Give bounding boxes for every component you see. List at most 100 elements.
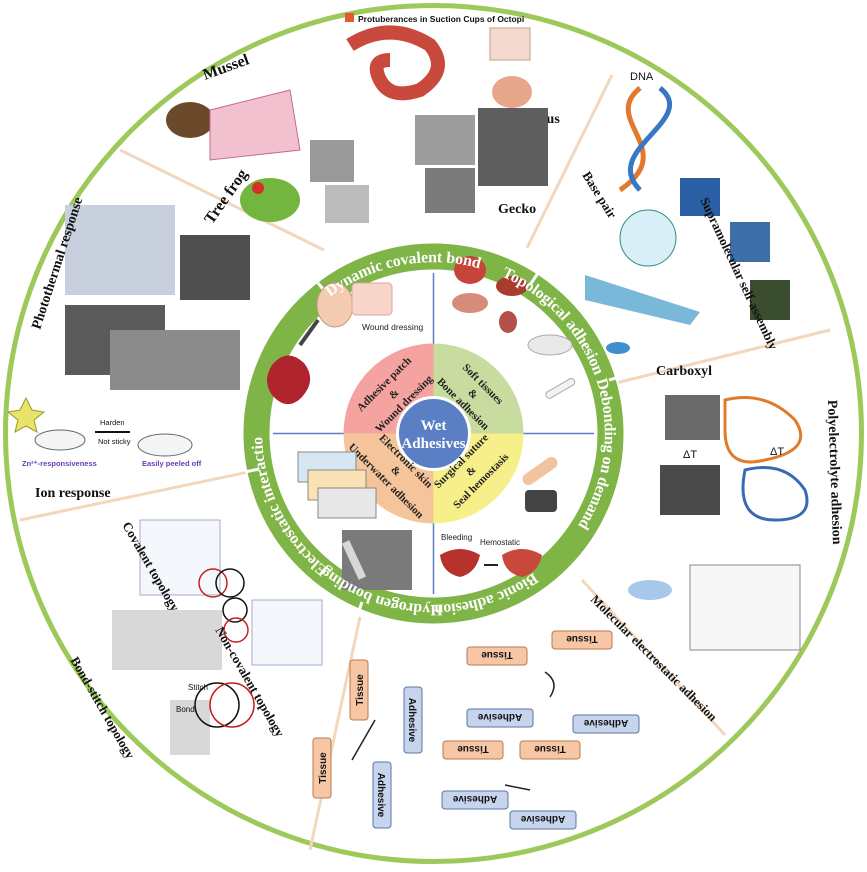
kidney-organ <box>499 311 517 333</box>
rat-bone-illustration <box>527 334 576 399</box>
topo-ring-2 <box>215 568 245 598</box>
polyelectrolyte-chains <box>723 396 803 464</box>
dna-strand-1 <box>618 86 646 193</box>
heart-patch-illustration <box>267 318 320 405</box>
adhesive-text-6: Adhesive <box>520 813 565 824</box>
gecko-setae-sem <box>478 108 548 186</box>
polyelectrolyte-photo-1 <box>665 395 720 440</box>
bleeding-label: Bleeding <box>441 533 472 542</box>
gecko-photo <box>415 115 475 165</box>
dynamic-covalent-section: Tissue Adhesive Tissue Adhesive Tissue T… <box>312 630 640 830</box>
photothermal-photo-2 <box>180 235 250 300</box>
zn-star-icon <box>6 396 46 433</box>
adhesive-box-5: Adhesive <box>441 790 509 810</box>
molecular-diagram-panel <box>689 564 801 651</box>
adhesive-text-5: Adhesive <box>452 793 497 804</box>
divider-5 <box>308 616 362 851</box>
adhesive-box-2: Adhesive <box>372 761 392 829</box>
gecko-label: Gecko <box>498 202 536 217</box>
band-outer-edge <box>241 241 626 626</box>
adhesive-text-3: Adhesive <box>477 711 522 722</box>
adhesive-box-6: Adhesive <box>509 810 577 830</box>
tissue-box-4: Tissue <box>551 630 613 650</box>
tissue-box-6: Tissue <box>519 740 581 760</box>
band-sep-2 <box>528 272 540 286</box>
tissue-text-1: Tissue <box>355 674 366 706</box>
frog-eye <box>252 182 264 194</box>
easily-peeled-label: Easily peeled off <box>142 459 202 468</box>
gecko-section: Gecko <box>415 108 548 217</box>
wound-dressing-label: Wound dressing <box>362 322 424 332</box>
wound-dressing-illustration: Wound dressing <box>316 282 424 332</box>
tissue-text-2: Tissue <box>318 752 329 784</box>
dna-label: DNA <box>630 71 654 83</box>
hemostasis-illustration: Bleeding Hemostatic <box>440 533 542 577</box>
polyelectrolyte-label: Polyelectrolyte adhesion <box>824 400 844 545</box>
divider-4 <box>580 578 727 737</box>
bond-label: Bond <box>176 705 195 714</box>
bond-stitch-substrate-2 <box>170 700 210 755</box>
polyelectrolyte-section: ΔT ΔT Polyelectrolyte adhesion <box>660 395 844 545</box>
adhesive-text-1: Adhesive <box>406 698 417 743</box>
stitch-ring-2 <box>209 682 255 728</box>
center-line-1: Wet <box>421 418 447 434</box>
liver-healed <box>502 549 542 577</box>
covalent-network <box>139 519 221 596</box>
adhesive-box-1: Adhesive <box>403 686 423 754</box>
liver-organ <box>496 276 528 296</box>
carboxyl-spray <box>585 275 700 325</box>
tissue-box-5: Tissue <box>442 740 504 760</box>
photothermal-photo-1 <box>65 205 175 295</box>
not-sticky-label: Not sticky <box>98 437 131 446</box>
tissue-text-6: Tissue <box>534 743 566 754</box>
suture-illustration <box>522 456 558 512</box>
syringe <box>298 318 320 347</box>
bone <box>545 378 576 399</box>
underwater-strip <box>341 540 367 580</box>
eskin-panel-3 <box>317 487 377 519</box>
frog-toe-pad-sem <box>310 140 354 182</box>
ion-response-label: Ion response <box>35 486 111 501</box>
tissue-text-5: Tissue <box>457 743 489 754</box>
network-circle <box>619 209 677 267</box>
reaction-arrow-1 <box>351 719 376 761</box>
delta-t-label-2: ΔT <box>770 446 784 458</box>
carboxyl-section: Carboxyl <box>585 275 712 379</box>
frog-toe-hex-sem <box>325 185 369 223</box>
divider-2 <box>525 74 614 249</box>
tissue-box-3: Tissue <box>466 646 528 666</box>
non-covalent-network <box>251 599 323 666</box>
octopus-caption-marker <box>345 13 354 22</box>
band-sep-6 <box>244 467 260 474</box>
skin-layers <box>351 282 393 316</box>
tissue-box-1: Tissue <box>349 659 369 721</box>
vial-2 <box>730 222 770 262</box>
divider-3 <box>615 328 831 385</box>
photothermal-section: Photothermal response <box>30 196 250 390</box>
mussel-plaque-diagram <box>209 89 301 161</box>
underwater-illustration <box>341 530 412 590</box>
carboxyl-label: Carboxyl <box>656 364 712 379</box>
green-band <box>242 242 625 625</box>
arm-shape <box>522 456 558 486</box>
octopus-caption: Protuberances in Suction Cups of Octopi <box>358 14 524 24</box>
carboxyl-drop <box>606 342 630 354</box>
glue-gun <box>525 490 557 512</box>
polyelectrolyte-chains-2 <box>741 466 809 522</box>
delta-t-label-1: ΔT <box>683 449 697 461</box>
rat-body <box>527 334 573 356</box>
liver-bleeding <box>440 549 480 577</box>
stomach-organ <box>452 293 488 313</box>
octopus-arm <box>346 25 445 101</box>
vial-1 <box>680 178 720 216</box>
photothermal-photo-4 <box>110 330 240 390</box>
reaction-arrow-3 <box>504 784 531 791</box>
band-sep-4 <box>576 564 591 578</box>
divider-6 <box>19 468 259 522</box>
molecular-device <box>628 580 672 600</box>
topo-ring-1 <box>198 568 228 598</box>
adhesive-box-3: Adhesive <box>466 708 534 728</box>
topo-ring-3 <box>222 597 248 623</box>
